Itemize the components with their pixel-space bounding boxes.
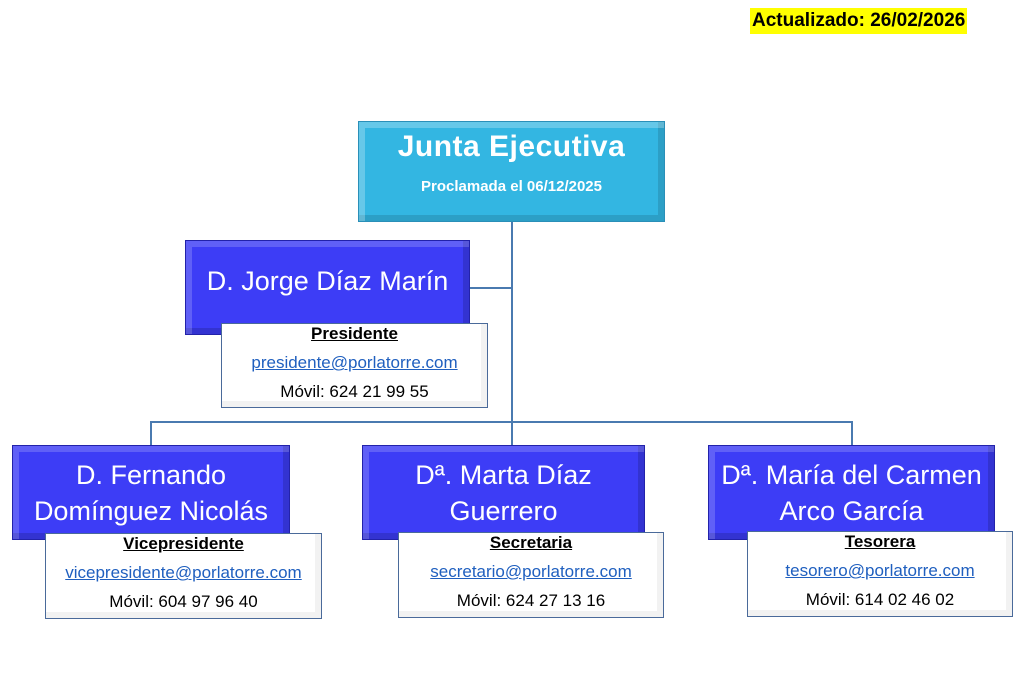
connector bbox=[150, 421, 152, 445]
connector bbox=[511, 222, 513, 422]
member-role: Vicepresidente bbox=[123, 534, 244, 553]
member-phone: Móvil: 604 97 96 40 bbox=[109, 592, 258, 611]
member-role: Tesorera bbox=[844, 532, 916, 551]
member-node: Dª. Marta Díaz Guerrero bbox=[362, 445, 645, 540]
root-title: Junta Ejecutiva bbox=[397, 130, 626, 163]
member-node: D. Fernando Domínguez Nicolás bbox=[12, 445, 290, 540]
member-phone: Móvil: 614 02 46 02 bbox=[805, 590, 955, 609]
member-phone: Móvil: 624 21 99 55 bbox=[280, 382, 429, 401]
member-email-link[interactable]: secretario@porlatorre.com bbox=[430, 562, 632, 581]
member-name: Dª. Marta Díaz Guerrero bbox=[415, 459, 592, 526]
connector bbox=[470, 287, 512, 289]
president-info: Presidente presidente@porlatorre.com Móv… bbox=[221, 323, 488, 408]
member-name: Dª. María del Carmen Arco García bbox=[721, 459, 982, 526]
president-node: D. Jorge Díaz Marín bbox=[185, 240, 470, 335]
member-email-link[interactable]: presidente@porlatorre.com bbox=[251, 353, 458, 372]
root-node: Junta Ejecutiva Proclamada el 06/12/2025 bbox=[358, 121, 665, 222]
member-phone: Móvil: 624 27 13 16 bbox=[456, 591, 606, 610]
updated-badge: Actualizado: 26/02/2026 bbox=[750, 8, 968, 34]
member-name: D. Fernando Domínguez Nicolás bbox=[33, 459, 269, 526]
connector bbox=[851, 421, 853, 445]
member-info: Secretaria secretario@porlatorre.com Móv… bbox=[398, 532, 664, 618]
member-name: D. Jorge Díaz Marín bbox=[206, 265, 449, 296]
member-email-link[interactable]: tesorero@porlatorre.com bbox=[785, 561, 975, 580]
member-info: Tesorera tesorero@porlatorre.com Móvil: … bbox=[747, 531, 1013, 617]
member-node: Dª. María del Carmen Arco García bbox=[708, 445, 995, 540]
member-email-link[interactable]: vicepresidente@porlatorre.com bbox=[65, 563, 302, 582]
member-role: Secretaria bbox=[489, 533, 573, 552]
connector bbox=[150, 421, 853, 423]
connector bbox=[511, 421, 513, 445]
member-role: Presidente bbox=[311, 324, 398, 343]
root-subtitle: Proclamada el 06/12/2025 bbox=[421, 178, 602, 195]
member-info: Vicepresidente vicepresidente@porlatorre… bbox=[45, 533, 322, 619]
